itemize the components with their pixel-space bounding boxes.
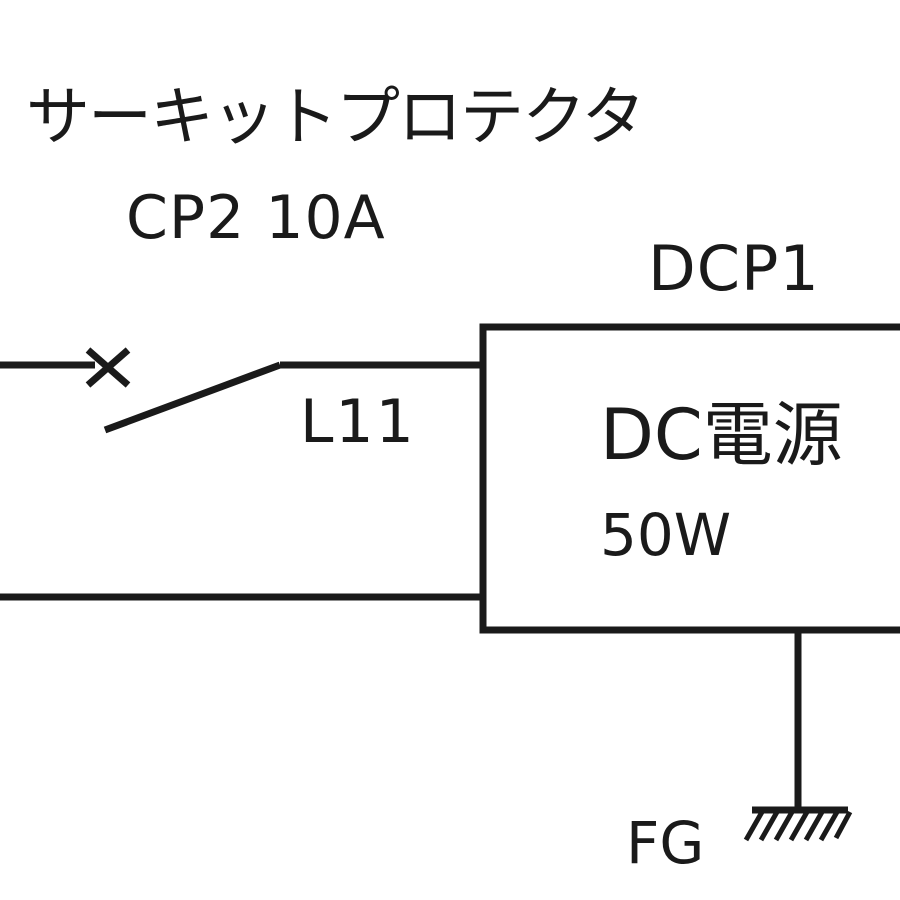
power-supply-name: DC電源	[600, 394, 843, 476]
circuit-protector-id-rating: CP2 10A	[126, 183, 386, 253]
wire-label: L11	[300, 387, 416, 457]
ground-hatch-icon	[743, 810, 853, 842]
power-supply-box	[479, 323, 900, 634]
breaker-terminal-mark	[85, 347, 131, 388]
circuit-protector-type-label: サーキットプロテクタ	[26, 81, 645, 155]
power-supply-rating: 50W	[600, 501, 732, 569]
power-supply-id: DCP1	[648, 232, 820, 305]
breaker-switch-blade	[103, 361, 282, 434]
ground-label: FG	[626, 809, 705, 877]
